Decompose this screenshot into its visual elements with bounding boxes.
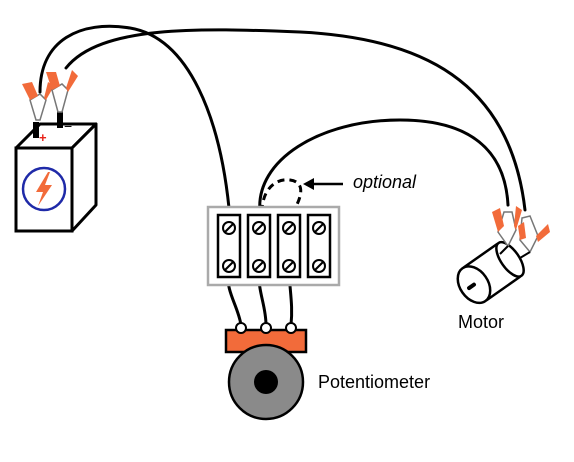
potentiometer-label: Potentiometer [318, 372, 431, 392]
optional-label: optional [353, 172, 417, 192]
battery-negative-clip [46, 70, 78, 113]
potentiometer [224, 322, 308, 421]
battery-positive-clip [22, 82, 54, 121]
motor-shaft [467, 282, 476, 291]
battery-negative-sign: − [64, 118, 73, 134]
battery-positive-sign: + [39, 130, 47, 145]
wire-battery-negative-to-motor [64, 28, 527, 212]
wire-battery-positive-to-terminal-1 [38, 24, 231, 210]
motor-clip-right [518, 215, 550, 254]
lightning-bolt-icon [36, 172, 52, 206]
optional-jumper-wire [260, 178, 303, 214]
terminal-screws [222, 221, 326, 273]
potentiometer-shaft [254, 370, 278, 394]
motor [456, 240, 525, 305]
terminal-strip [206, 205, 341, 287]
motor-label: Motor [458, 312, 505, 332]
optional-arrow [303, 178, 343, 190]
wire-terminal-2-to-motor [258, 118, 510, 214]
motor-clip-left [492, 206, 522, 248]
battery [14, 110, 98, 233]
